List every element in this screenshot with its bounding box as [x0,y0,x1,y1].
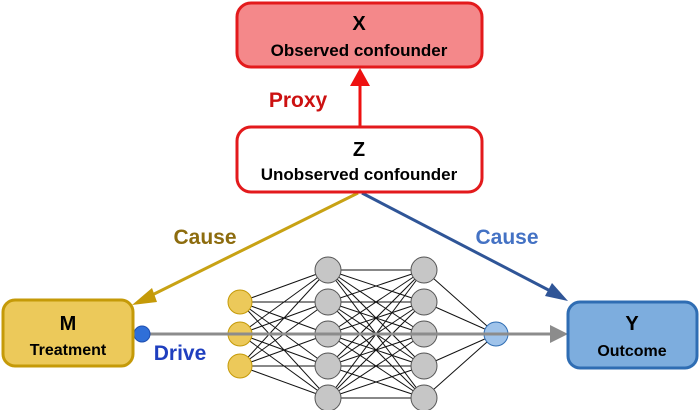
node-x-observed-confounder: X Observed confounder [235,1,484,69]
drive-origin-dot [133,325,151,343]
network-hidden-neuron [314,256,342,284]
network-input-neuron [227,353,253,379]
node-z-unobserved-confounder: Z Unobserved confounder [235,125,484,194]
edge-cause-to-treatment [141,191,359,302]
edge-cause-to-treatment-arrowhead [132,288,157,305]
node-m-treatment: M Treatment [1,298,135,368]
network-hidden-neuron [314,352,342,380]
node-m-label: Treatment [30,342,107,359]
node-y-outcome: Y Outcome [566,300,699,370]
node-x-label: Observed confounder [271,41,448,60]
network-link [239,269,329,367]
edge-cause-to-outcome-arrowhead [545,283,568,301]
edge-label-drive: Drive [154,342,207,365]
network-hidden-neuron [410,384,438,410]
network-link [239,365,329,399]
network-input-neuron [227,289,253,315]
network-link [423,269,497,335]
node-x-letter: X [352,13,366,35]
network-hidden-neuron [410,352,438,380]
node-y-letter: Y [625,313,639,335]
network-link [327,269,425,335]
network-hidden-neuron [410,288,438,316]
network-link [327,333,425,399]
network-link [423,333,497,399]
network-link [327,365,425,399]
node-z-label: Unobserved confounder [261,165,458,184]
node-z-letter: Z [353,139,365,161]
network-link [239,269,329,303]
network-hidden-neuron [314,384,342,410]
network-hidden-neuron [410,256,438,284]
node-m-letter: M [60,313,77,335]
network-link [327,301,425,399]
edge-cause-to-outcome [361,191,561,298]
network-hidden-neuron [314,288,342,316]
node-y-label: Outcome [597,343,666,360]
network-link [239,333,329,367]
edge-label-cause-outcome: Cause [475,226,538,249]
network-link [327,269,425,367]
network-link [327,269,425,303]
edge-drive-arrowhead [550,325,568,343]
network-links [239,269,497,399]
network-link [239,269,329,335]
edge-label-proxy: Proxy [269,89,328,112]
edge-label-cause-treatment: Cause [173,226,236,249]
edge-proxy-arrowhead [350,68,370,86]
